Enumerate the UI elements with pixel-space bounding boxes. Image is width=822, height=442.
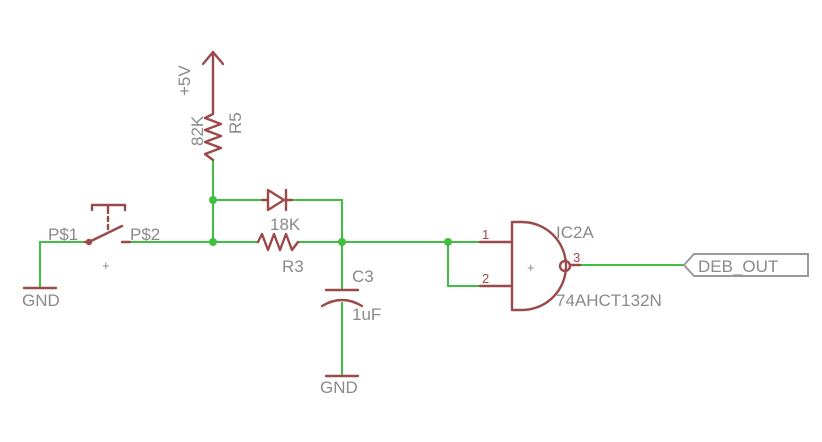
gate-pin3-label: 3 (573, 250, 580, 265)
gate-mark: + (527, 260, 535, 275)
diode (260, 188, 294, 212)
switch-pin1-label: P$1 (48, 225, 78, 244)
wire-gate-in2 (447, 242, 480, 287)
ground-left: GND (22, 286, 60, 310)
ground-label: GND (320, 378, 358, 397)
wire-diode-right (292, 199, 343, 242)
resistor-r5-value: 82K (188, 115, 207, 146)
junction-dot (444, 238, 452, 246)
capacitor-c3-plate-bottom (320, 298, 364, 308)
switch-actuator (90, 203, 127, 215)
output-port-shape (682, 253, 809, 277)
gate-part: 74AHCT132N (556, 291, 662, 310)
supply-label: +5V (175, 65, 194, 96)
supply-5v-symbol: +5V (175, 50, 225, 96)
junction-dot (209, 238, 217, 246)
nand-gate-ic2a: 1 2 3 + IC2A 74AHCT132N (478, 220, 662, 312)
switch-mark: + (102, 258, 110, 273)
capacitor-c3-name: C3 (352, 267, 374, 286)
wire-switch-left (39, 241, 85, 288)
junction-dot (338, 238, 346, 246)
resistor-r5-body (203, 66, 223, 162)
gate-pin1-label: 1 (482, 227, 489, 242)
gate-pin2-label: 2 (482, 271, 489, 286)
ground-label: GND (22, 291, 60, 310)
ground-bottom: GND (320, 374, 360, 397)
switch-blade (89, 224, 124, 243)
gate-name: IC2A (556, 223, 594, 242)
junction-dot (209, 196, 217, 204)
resistor-r3-value: 18K (270, 215, 301, 234)
resistor-r3-body (256, 232, 300, 252)
switch-pin2-label: P$2 (130, 225, 160, 244)
resistor-r3: 18K R3 (256, 215, 304, 276)
output-port-flag: DEB_OUT (682, 253, 809, 277)
junctions (209, 196, 452, 246)
resistor-r5: 82K R5 (188, 66, 245, 162)
capacitor-c3: C3 1uF (320, 267, 381, 324)
diode-body (260, 188, 294, 212)
gate-body (510, 220, 568, 312)
wires (39, 160, 684, 376)
output-port-label: DEB_OUT (698, 257, 778, 276)
resistor-r3-name: R3 (282, 257, 304, 276)
push-switch: P$1 P$2 + (48, 203, 160, 273)
capacitor-c3-value: 1uF (352, 305, 381, 324)
resistor-r5-name: R5 (226, 112, 245, 134)
